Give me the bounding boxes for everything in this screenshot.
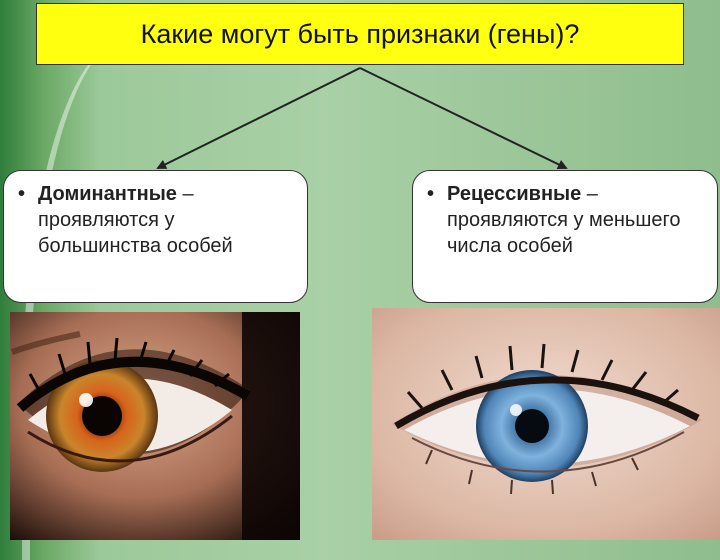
bullet: • bbox=[18, 183, 26, 205]
dominant-term: Доминантные bbox=[38, 183, 177, 205]
blue-eye-photo bbox=[372, 308, 720, 540]
branch-arrows bbox=[156, 67, 568, 170]
dominant-description: проявляются у большинства особей bbox=[38, 209, 233, 257]
recessive-description: проявляются у меньшего числа особей bbox=[447, 209, 681, 257]
dash: – bbox=[581, 183, 598, 205]
dominant-card: • Доминантные – проявляются у большинств… bbox=[3, 170, 308, 303]
brown-eye-photo bbox=[10, 312, 300, 540]
recessive-term: Рецессивные bbox=[447, 183, 582, 205]
arrow-left bbox=[156, 67, 361, 169]
arrow-right bbox=[359, 67, 568, 170]
title-box: Какие могут быть признаки (гены)? bbox=[36, 3, 684, 65]
page-title: Какие могут быть признаки (гены)? bbox=[140, 18, 580, 49]
recessive-card: • Рецессивные – проявляются у меньшего ч… bbox=[412, 170, 718, 303]
dash: – bbox=[176, 183, 194, 205]
bullet: • bbox=[427, 183, 435, 205]
